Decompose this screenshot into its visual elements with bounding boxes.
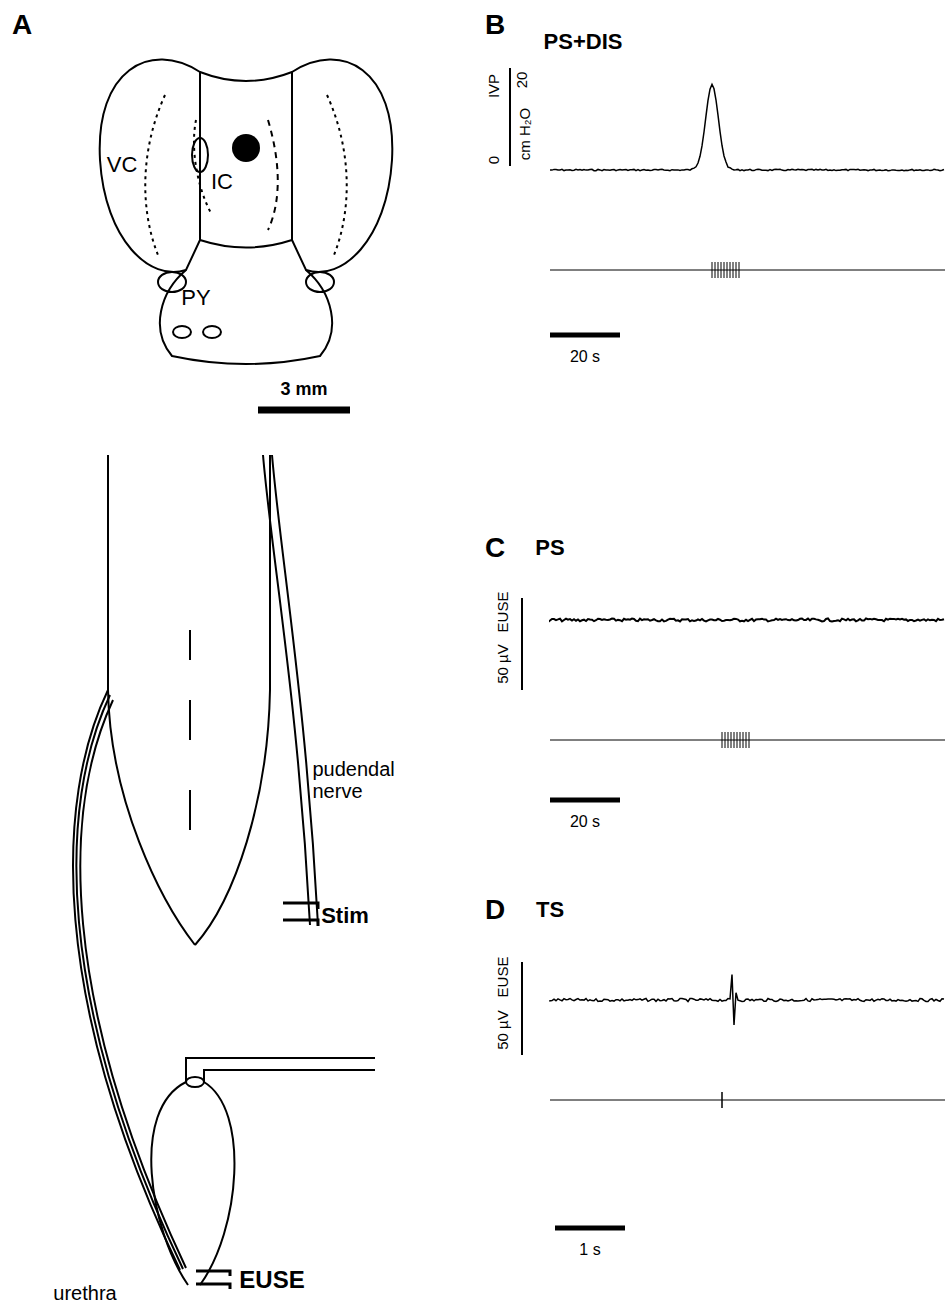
axis-unit: cm H₂O [517,108,534,161]
condition-label: PS [535,536,564,560]
condition-label: TS [536,898,564,922]
axis-value: 50 µV [495,644,512,684]
time-scale-label: 20 s [570,813,600,831]
region-label: IC [211,170,233,194]
time-scale-label: 1 s [579,1241,600,1259]
scale-bar [258,407,350,414]
panel-letter: B [485,10,505,41]
region-label: VC [107,153,138,177]
stim-trace [550,740,945,741]
time-bars [550,335,625,1228]
bladder [151,1058,375,1285]
panel-letter: A [12,10,32,41]
axis-value: 20 [514,72,531,89]
brain-outline [100,60,393,364]
electrode-label: EUSE [239,1267,304,1293]
axis-label: EUSE [495,592,512,633]
organ-label: urethra [53,1282,116,1304]
emg-trace [550,619,944,622]
scale-label: 3 mm [280,380,327,400]
lesion-dot [232,134,260,162]
traces [550,84,945,1108]
stim-burst [722,732,749,748]
stim-trace [550,1100,945,1101]
scale-bars [510,68,522,1055]
panel-letter: C [485,533,505,564]
electrode-label: Stim [321,904,369,928]
nerve-label: pudendal nerve [313,758,408,802]
axis-value: 50 µV [495,1010,512,1050]
pressure-trace [550,84,944,170]
stim-burst [712,262,739,278]
region-label: PY [181,286,210,310]
axis-value: 0 [486,156,503,164]
stim-electrode [283,903,318,926]
panel-letter: D [485,895,505,926]
condition-label: PS+DIS [544,30,623,54]
stim-pulse [721,1092,723,1108]
spinal-cord [73,455,318,1270]
axis-label: EUSE [495,957,512,998]
euse-electrode [196,1271,230,1289]
axis-label: IVP [486,74,503,98]
stim-trace [550,270,945,271]
time-scale-label: 20 s [570,348,600,366]
emg-trace [550,975,944,1026]
